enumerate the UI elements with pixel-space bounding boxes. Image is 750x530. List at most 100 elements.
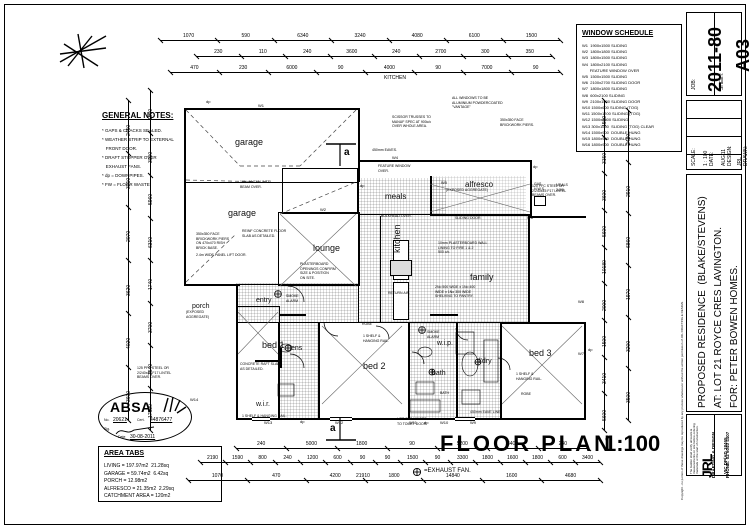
- drawn-label: DRAWN:: [743, 145, 749, 166]
- wall-garage-left: [184, 108, 186, 286]
- scale-date-div3: [686, 154, 742, 155]
- dimension-value: 6860: [626, 237, 632, 249]
- plan-note: BULKHEAD OVER.: [381, 214, 412, 218]
- sheet-border-top: [4, 4, 746, 5]
- area-tab-row: ALFRESCO = 21.35m2 2.29sq: [104, 485, 174, 492]
- room-label-bed-2: bed 2: [363, 361, 386, 371]
- wall-garage-top: [184, 108, 360, 110]
- room-label-alfresco: alfresco: [465, 180, 494, 189]
- room-label-entry: entry: [256, 297, 272, 304]
- general-notes-list: * GAPS & CRACKS SEALED.* WEATHER STRIP T…: [102, 126, 187, 189]
- window-tag-w1: W1: [258, 103, 264, 108]
- window-tag-w8: W8: [578, 299, 584, 304]
- dimension-value: 590: [241, 33, 250, 39]
- wall-alfresco-bottom: [430, 214, 532, 216]
- absa-sig-label: Sig.: [104, 427, 111, 431]
- dimension-value: 3500: [626, 392, 632, 404]
- sheet-border-bottom: [4, 524, 746, 525]
- dimension-value: 3600: [602, 189, 608, 201]
- dimension-value: 1500: [602, 336, 608, 348]
- plan-note: REINF CONCRETE FLOOR SLAB AS DETAILED.: [242, 229, 287, 238]
- dimension-value: 2070: [126, 231, 132, 243]
- window-schedule-item: W6 2100x2700 SLIDING DOOR: [582, 80, 641, 86]
- dimension-value: 300: [481, 49, 490, 55]
- plan-note: BATH: [440, 391, 450, 395]
- window-schedule-item: W2 1800x1800 SLIDING: [582, 49, 628, 55]
- window-opening-w14: [252, 417, 270, 421]
- room-label-l-dry: l'dry: [479, 358, 492, 365]
- area-tabs-box: [98, 446, 222, 502]
- plan-note: 1 SHELF & HANGING RAIL.: [363, 334, 390, 343]
- plan-note: CONCRETE RAFT SLAB AS DETAILED.: [240, 362, 280, 371]
- section-mark-label-top: a: [344, 147, 350, 158]
- window-schedule-item: W1 1900x1500 SLIDING: [582, 43, 628, 48]
- dimension-value: 5000: [305, 441, 317, 447]
- dimension-value: 10180: [602, 260, 608, 274]
- area-tab-row: CATCHMENT AREA = 120m2: [104, 493, 171, 499]
- dimension-value: 6310: [148, 236, 154, 248]
- dimension-value: 1500: [525, 33, 537, 39]
- kitchen-left-edge: [358, 180, 359, 322]
- dimension-value: 3000: [148, 151, 154, 163]
- window-schedule-item: W4 1800x2100 SLIDING: [582, 61, 628, 67]
- gas-hws-unit: [534, 196, 546, 206]
- page-title: FLOOR PLAN: [440, 431, 613, 456]
- dimension-value: 90: [359, 455, 366, 461]
- dimension-value: 4200: [329, 473, 341, 479]
- door-header-1: [280, 314, 306, 316]
- dimension-value: 3300: [456, 455, 469, 461]
- scale-label: SCALE:: [691, 148, 697, 166]
- exhaust-fan-legend-label: =EXHAUST FAN.: [424, 468, 471, 474]
- area-tab-row: PORCH = 12.98m2: [104, 478, 148, 484]
- plan-note: 450mm EAVE LINE.: [470, 410, 502, 414]
- project-line2: AT: LOT 21 ROYCE CRES LAVINGTON.: [713, 227, 724, 408]
- window-schedule-item: W15 1800x900 DOUBLE HUNG: [582, 136, 641, 142]
- dimension-value: 230: [214, 49, 223, 55]
- dimension-value: 1200: [306, 455, 319, 461]
- general-notes-heading: GENERAL NOTES:: [102, 111, 174, 120]
- kitchen-right-edge: [380, 216, 381, 322]
- window-tag-w14: W14: [190, 397, 199, 402]
- dimension-value: 5960: [148, 194, 154, 206]
- window-schedule-heading: WINDOW SCHEDULE: [582, 30, 654, 37]
- plan-note: 350x350 FACE BRICKWORK PIERS ON 470x470 …: [196, 232, 230, 250]
- company-sub: DRAFTING & DESIGN: [711, 431, 716, 478]
- window-schedule-item: W9 2100x1500 SLIDING DOOR: [582, 98, 641, 104]
- absa-stamp: [98, 392, 192, 442]
- dimension-value: 7000: [481, 65, 493, 71]
- garage-divider: [186, 182, 358, 183]
- project-description-box: [686, 174, 742, 412]
- downpipe-marker-3: dp: [533, 164, 538, 169]
- dimension-value: 470: [272, 473, 281, 479]
- dimension-value: 90: [435, 65, 441, 71]
- exhaust-fan-legend-icon: [412, 467, 422, 477]
- absa-cert-label: Cert.: [137, 418, 145, 422]
- dimension-value: 1070: [211, 473, 223, 479]
- general-note-item: * DRAFT STOPPER OVER: [102, 155, 157, 160]
- plan-note: 2No 500 WIDE x 1No 400 WIDE x 1No 300 WI…: [435, 285, 476, 299]
- downpipe-marker-1: dp: [206, 99, 211, 104]
- plan-note: 120 PFC STEEL OR 2/240x45 F17 LINTEL BEA…: [532, 184, 567, 198]
- dimension-value: 1800: [481, 455, 494, 461]
- plan-note: GAS H.W.S.: [534, 182, 545, 191]
- area-tab-row: GARAGE = 59.74m2 6.42sq: [104, 470, 169, 477]
- dimension-value: 1500: [148, 109, 154, 121]
- dimension-value: 5600: [602, 226, 608, 238]
- dimension-line: [236, 448, 588, 449]
- section-mark-label-bottom: a: [330, 423, 336, 434]
- project-line3: FOR: PETER BOWEN HOMES.: [729, 265, 740, 408]
- kitchen-family-floor-hatch: [358, 214, 530, 322]
- dimension-value: 110: [258, 49, 267, 55]
- plan-note: 10mm PLASTERBOARD WALL LINING TO FIRE 1 …: [438, 241, 488, 255]
- plan-note: 2.4m WIDE PANEL LIFT DOOR.: [196, 253, 247, 257]
- copyright-note: Copyright - no portion of these drawings…: [680, 301, 684, 500]
- builder-note-divider: [714, 414, 715, 476]
- plan-note: 450mm EAVES.: [372, 148, 398, 152]
- project-line1: PROPOSED RESIDENCE (BLAKE/STEVENS): [697, 196, 708, 408]
- dimension-value: 1600: [506, 473, 518, 479]
- absa-date-label: Date: [118, 435, 126, 439]
- dimension-value: 240: [303, 49, 312, 55]
- dimension-value: 90: [409, 441, 415, 447]
- dimension-value: 3620: [126, 284, 132, 296]
